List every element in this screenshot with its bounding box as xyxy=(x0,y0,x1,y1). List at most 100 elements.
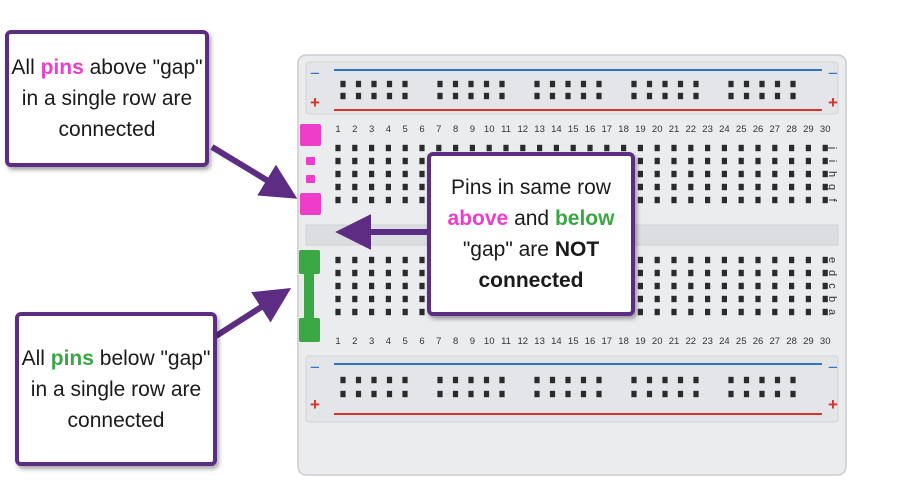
hole xyxy=(335,269,341,277)
hole xyxy=(688,256,694,264)
hole xyxy=(789,170,795,178)
rail-minus-bottom-right: − xyxy=(828,358,838,377)
rail-plus-bottom-right: + xyxy=(828,395,838,414)
hole xyxy=(772,170,778,178)
hole xyxy=(738,157,744,165)
hole xyxy=(738,256,744,264)
callout-text: Pins in same row xyxy=(451,176,611,199)
hole xyxy=(646,80,653,88)
hole xyxy=(503,144,509,152)
hole xyxy=(822,196,828,204)
column-number-bottom: 11 xyxy=(501,336,511,347)
hole xyxy=(534,80,540,88)
hole xyxy=(486,144,492,152)
hole xyxy=(654,157,660,165)
callout-top-left: All pins above "gap" in a single row are… xyxy=(5,30,209,167)
column-number-bottom: 20 xyxy=(652,336,663,347)
column-number-bottom: 25 xyxy=(736,336,747,347)
column-number-top: 26 xyxy=(753,124,764,135)
rail-minus-top-right: − xyxy=(828,64,838,83)
hole xyxy=(721,183,727,191)
column-number-top: 27 xyxy=(770,124,781,135)
column-number-top: 21 xyxy=(669,124,680,135)
hole xyxy=(705,269,711,277)
column-number-top: 3 xyxy=(369,124,374,135)
hole xyxy=(759,390,765,398)
hole xyxy=(419,183,425,191)
hole xyxy=(738,196,744,204)
column-number-top: 20 xyxy=(652,124,663,135)
hole xyxy=(565,92,571,100)
hole xyxy=(580,80,587,88)
hole xyxy=(728,390,734,398)
hole xyxy=(499,390,505,398)
hole xyxy=(596,390,602,398)
hole xyxy=(654,170,660,178)
hole xyxy=(772,295,778,303)
hole xyxy=(688,308,694,316)
hole xyxy=(755,308,761,316)
hole xyxy=(604,144,610,152)
hole xyxy=(402,269,408,277)
hole xyxy=(580,92,587,100)
column-number-top: 10 xyxy=(484,124,495,135)
callout-center-text: Pins in same row above and below "gap" a… xyxy=(448,172,615,296)
hole xyxy=(755,256,761,264)
hole xyxy=(419,157,425,165)
callout-text: All xyxy=(11,56,41,79)
above-highlight: above xyxy=(447,207,509,230)
hole xyxy=(654,256,660,264)
hole xyxy=(790,376,796,384)
hole xyxy=(419,196,425,204)
hole xyxy=(385,256,391,264)
hole xyxy=(587,144,593,152)
hole xyxy=(385,144,391,152)
hole xyxy=(419,170,425,178)
hole xyxy=(772,144,778,152)
rail-plus-top-right: + xyxy=(828,93,838,112)
hole xyxy=(580,376,587,384)
hole xyxy=(772,269,778,277)
hole xyxy=(789,256,795,264)
pins-highlight-pink: pins xyxy=(40,56,84,79)
hole xyxy=(419,144,425,152)
row-letter-bottom: b xyxy=(826,296,838,302)
hole xyxy=(688,183,694,191)
hole xyxy=(385,157,391,165)
hole xyxy=(369,282,375,290)
hole xyxy=(631,80,637,88)
hole xyxy=(637,183,643,191)
column-number-top: 18 xyxy=(618,124,629,135)
hole xyxy=(822,282,828,290)
column-number-top: 2 xyxy=(352,124,357,135)
hole xyxy=(677,92,684,100)
hole xyxy=(774,390,781,398)
hole xyxy=(534,92,540,100)
hole xyxy=(755,144,761,152)
hole xyxy=(483,390,490,398)
green-pin-top xyxy=(299,250,320,274)
hole xyxy=(369,269,375,277)
hole xyxy=(402,144,408,152)
hole xyxy=(402,295,408,303)
not-emphasis: NOT xyxy=(554,238,600,261)
row-letter-top: j xyxy=(826,146,838,149)
hole xyxy=(662,390,668,398)
column-number-bottom: 8 xyxy=(453,336,458,347)
column-number-top: 7 xyxy=(436,124,441,135)
hole xyxy=(662,376,668,384)
column-number-top: 4 xyxy=(386,124,391,135)
hole xyxy=(721,295,727,303)
hole xyxy=(385,295,391,303)
column-number-top: 6 xyxy=(419,124,424,135)
hole xyxy=(631,92,637,100)
hole xyxy=(637,256,643,264)
column-number-top: 14 xyxy=(551,124,562,135)
hole xyxy=(789,183,795,191)
hole xyxy=(371,390,377,398)
column-number-top: 28 xyxy=(786,124,797,135)
hole xyxy=(386,390,393,398)
hole xyxy=(688,144,694,152)
hole xyxy=(671,144,677,152)
hole xyxy=(755,183,761,191)
